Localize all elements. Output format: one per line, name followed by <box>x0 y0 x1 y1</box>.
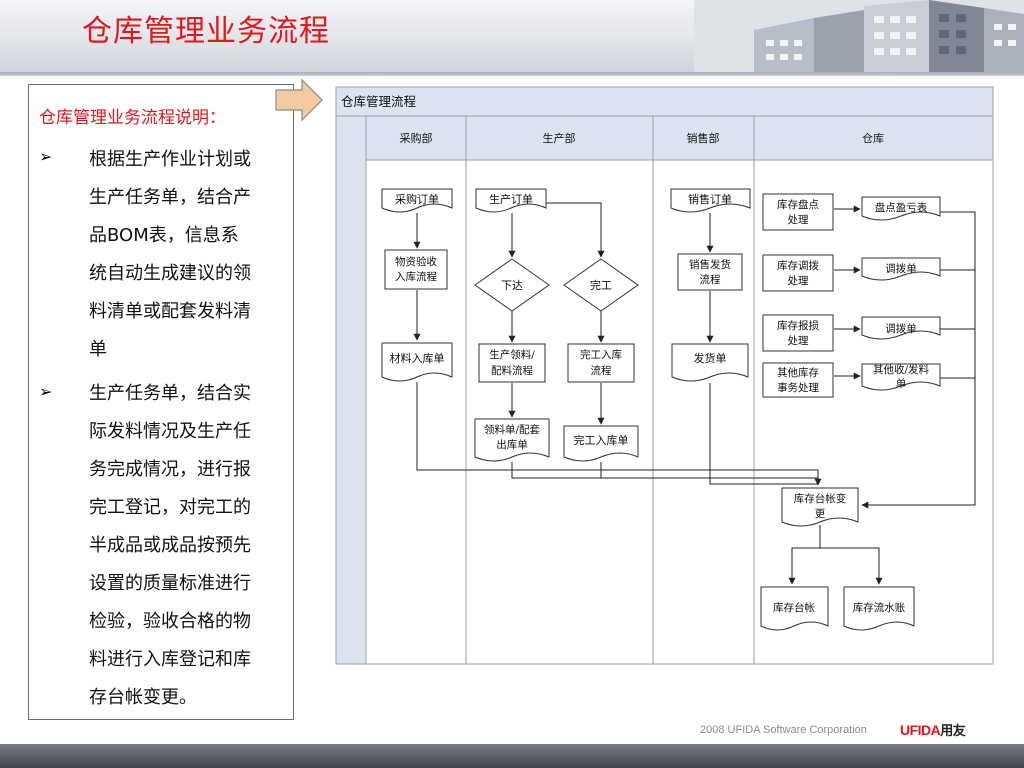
node-label: 库存报损 <box>777 319 819 332</box>
node-production-picking-flow: 生产领料/ 配料流程 <box>478 343 546 383</box>
notes-line: 根据生产作业计划或 <box>89 149 251 170</box>
node-label: 完工入库 <box>580 348 622 361</box>
notes-line: 完工登记，对完工的 <box>89 497 251 518</box>
node-material-inbound-doc: 材料入库单 <box>381 342 453 382</box>
logo-text: UFIDA <box>900 722 941 738</box>
notes-panel: 仓库管理业务流程说明： ➢ 根据生产作业计划或 生产任务单，结合产 品BOM表，… <box>28 84 294 720</box>
lane-label: 生产部 <box>543 131 576 145</box>
notes-bullet-2: 生产任务单，结合实 际发料情况及生产任 务完成情况，进行报 完工登记，对完工的 … <box>89 375 285 717</box>
node-label: 单 <box>896 378 907 390</box>
node-label: 发货单 <box>694 351 727 365</box>
node-picking-doc: 领料单/配套 出库单 <box>474 418 550 462</box>
logo-text-cn: 用友 <box>940 723 966 738</box>
node-label: 处理 <box>788 275 809 287</box>
diagram-title: 仓库管理流程 <box>341 94 417 109</box>
node-other-proc: 其他库存 事务处理 <box>762 362 834 398</box>
node-other-doc: 其他收/发料 单 <box>861 363 941 391</box>
ufida-logo: UFIDA用友 <box>900 720 966 739</box>
node-stocktake-proc: 库存盘点 处理 <box>762 193 834 231</box>
node-label: 流程 <box>591 364 612 377</box>
node-material-receipt-flow: 物资验收 入库流程 <box>384 249 448 290</box>
node-label: 处理 <box>788 335 809 347</box>
node-label: 其他收/发料 <box>873 363 930 376</box>
node-label: 销售订单 <box>688 192 732 206</box>
node-production-order: 生产订单 <box>475 188 547 213</box>
node-label: 配料流程 <box>491 364 533 377</box>
bottom-band <box>0 744 1024 768</box>
node-label: 完工 <box>590 278 612 292</box>
notes-line: 统自动生成建议的领 <box>89 263 251 284</box>
node-stocktake-diff-doc: 盘点盈亏表 <box>861 196 941 221</box>
node-label: 其他库存 <box>777 366 819 379</box>
notes-line: 设置的质量标准进行 <box>89 573 251 594</box>
node-stock-journal: 库存流水账 <box>843 586 915 631</box>
node-sales-shipping-flow: 销售发货 流程 <box>677 253 743 291</box>
node-label: 处理 <box>788 214 809 226</box>
node-label: 库存台帐 <box>773 601 815 614</box>
node-stock-ledger: 库存台帐 <box>760 586 829 631</box>
node-label: 完工入库单 <box>574 433 629 447</box>
node-label: 采购订单 <box>395 192 439 206</box>
node-label: 下达 <box>501 279 523 292</box>
node-label: 物资验收 <box>395 255 437 268</box>
node-label: 流程 <box>700 273 721 286</box>
lane-margin-strip <box>335 115 367 665</box>
node-label: 事务处理 <box>777 381 819 394</box>
footer-credit: 2008 UFIDA Software Corporation <box>700 724 867 736</box>
notes-line: 半成品或成品按预先 <box>89 535 251 556</box>
header-divider <box>0 72 1024 76</box>
bullet-arrow-icon: ➢ <box>39 147 53 166</box>
node-label: 调拨单 <box>885 322 917 335</box>
bullet-arrow-icon: ➢ <box>39 382 53 401</box>
node-label: 材料入库单 <box>390 351 445 365</box>
node-label: 库存盘点 <box>777 198 819 211</box>
node-label: 销售发货 <box>689 258 731 271</box>
header-band <box>0 0 1024 72</box>
buildings-illustration <box>694 0 1024 72</box>
node-label: 盘点盈亏表 <box>875 201 928 214</box>
node-sales-order: 销售订单 <box>670 188 751 213</box>
node-label: 生产订单 <box>489 192 533 206</box>
lane-header-warehouse <box>753 115 994 161</box>
node-completion-inbound-doc: 完工入库单 <box>563 425 639 462</box>
node-ledger-change: 库存台帐变 更 <box>781 487 859 527</box>
node-complete-decision: 完工 <box>563 258 639 312</box>
node-label: 库存台帐变 <box>794 492 847 505</box>
notes-line: 料清单或配套发料清 <box>89 301 251 322</box>
node-label: 库存调拨 <box>777 259 819 272</box>
node-label: 库存流水账 <box>853 601 906 614</box>
notes-line: 际发料情况及生产任 <box>89 421 251 442</box>
node-completion-inbound-flow: 完工入库 流程 <box>567 343 635 383</box>
lane-label: 采购部 <box>400 131 433 145</box>
notes-line: 检验，验收合格的物 <box>89 611 251 632</box>
node-transfer-doc-1: 调拨单 <box>861 257 941 281</box>
node-label: 调拨单 <box>885 262 917 275</box>
node-label: 入库流程 <box>395 270 437 283</box>
lane-label: 仓库 <box>862 131 884 145</box>
notes-title: 仓库管理业务流程说明： <box>39 108 226 128</box>
node-label: 生产领料/ <box>489 348 535 361</box>
page-title: 仓库管理业务流程 <box>82 14 330 49</box>
node-label: 更 <box>815 508 826 520</box>
node-purchase-order: 采购订单 <box>381 188 453 213</box>
notes-line: 务完成情况，进行报 <box>89 459 251 480</box>
node-label: 领料单/配套 <box>484 423 541 436</box>
notes-bullet-1: 根据生产作业计划或 生产任务单，结合产 品BOM表，信息系 统自动生成建议的领 … <box>89 141 285 369</box>
callout-arrow-icon <box>275 78 323 122</box>
notes-line: 生产任务单，结合实 <box>89 383 251 404</box>
node-delivery-doc: 发货单 <box>671 343 749 382</box>
notes-line: 品BOM表，信息系 <box>89 225 239 246</box>
node-transfer-doc-2: 调拨单 <box>861 316 941 340</box>
node-transfer-proc: 库存调拨 处理 <box>762 254 834 292</box>
notes-line: 料进行入库登记和库 <box>89 649 251 670</box>
notes-line: 单 <box>89 339 107 360</box>
lane-label: 销售部 <box>687 131 720 145</box>
notes-line: 存台帐变更。 <box>89 687 197 708</box>
notes-line: 生产任务单，结合产 <box>89 187 251 208</box>
node-scrap-proc: 库存报损 处理 <box>762 314 834 352</box>
node-issue-decision: 下达 <box>474 258 550 312</box>
node-label: 出库单 <box>496 438 528 451</box>
diagram-title-bar <box>335 86 994 117</box>
